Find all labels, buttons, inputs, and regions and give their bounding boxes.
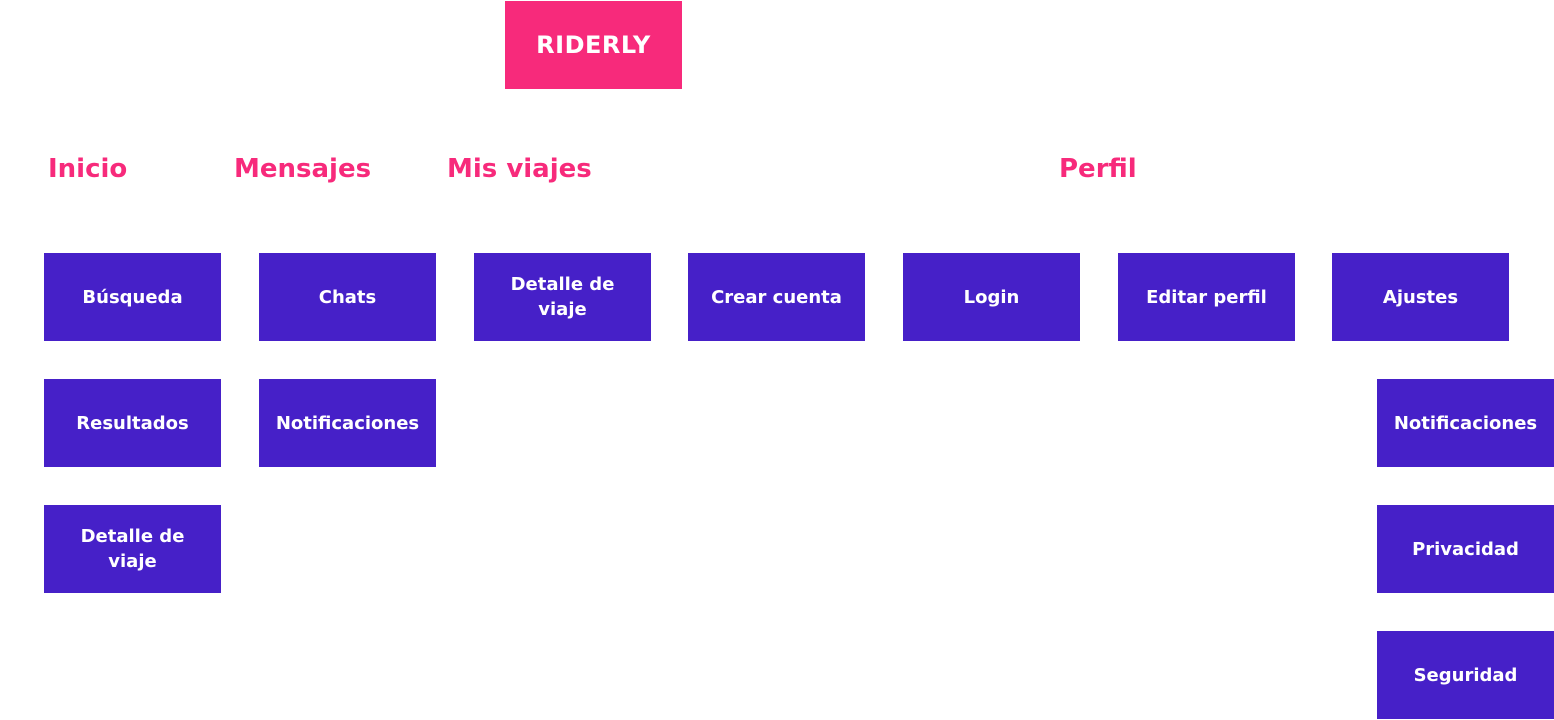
node-label: Crear cuenta (711, 286, 842, 308)
logo-text: RIDERLY (536, 31, 651, 59)
section-inicio: Inicio (48, 154, 128, 184)
node-label: Chats (318, 286, 377, 308)
node-label: Login (963, 286, 1020, 308)
node-privacidad: Privacidad (1377, 505, 1554, 593)
node-detalle-de-viaje-inicio: Detalle de viaje (44, 505, 221, 593)
node-login: Login (903, 253, 1080, 341)
node-label: Ajustes (1382, 286, 1459, 308)
riderly-logo: RIDERLY (505, 1, 682, 89)
node-seguridad: Seguridad (1377, 631, 1554, 719)
section-perfil: Perfil (1059, 154, 1137, 184)
node-crear-cuenta: Crear cuenta (688, 253, 865, 341)
node-editar-perfil: Editar perfil (1118, 253, 1295, 341)
node-label: Detalle de viaje (510, 274, 615, 320)
node-label: Notificaciones (275, 412, 420, 434)
node-label: Detalle de viaje (80, 526, 185, 572)
node-chats: Chats (259, 253, 436, 341)
section-mis-viajes: Mis viajes (447, 154, 592, 184)
node-label: Editar perfil (1146, 286, 1267, 308)
node-label: Privacidad (1412, 538, 1519, 560)
node-label: Resultados (76, 412, 189, 434)
node-resultados: Resultados (44, 379, 221, 467)
node-label: Notificaciones (1393, 412, 1538, 434)
node-notificaciones-mensajes: Notificaciones (259, 379, 436, 467)
node-detalle-de-viaje-mis-viajes: Detalle de viaje (474, 253, 651, 341)
node-ajustes: Ajustes (1332, 253, 1509, 341)
node-notificaciones-ajustes: Notificaciones (1377, 379, 1554, 467)
node-label: Búsqueda (82, 286, 183, 308)
node-label: Seguridad (1413, 664, 1518, 686)
node-busqueda: Búsqueda (44, 253, 221, 341)
section-mensajes: Mensajes (234, 154, 372, 184)
